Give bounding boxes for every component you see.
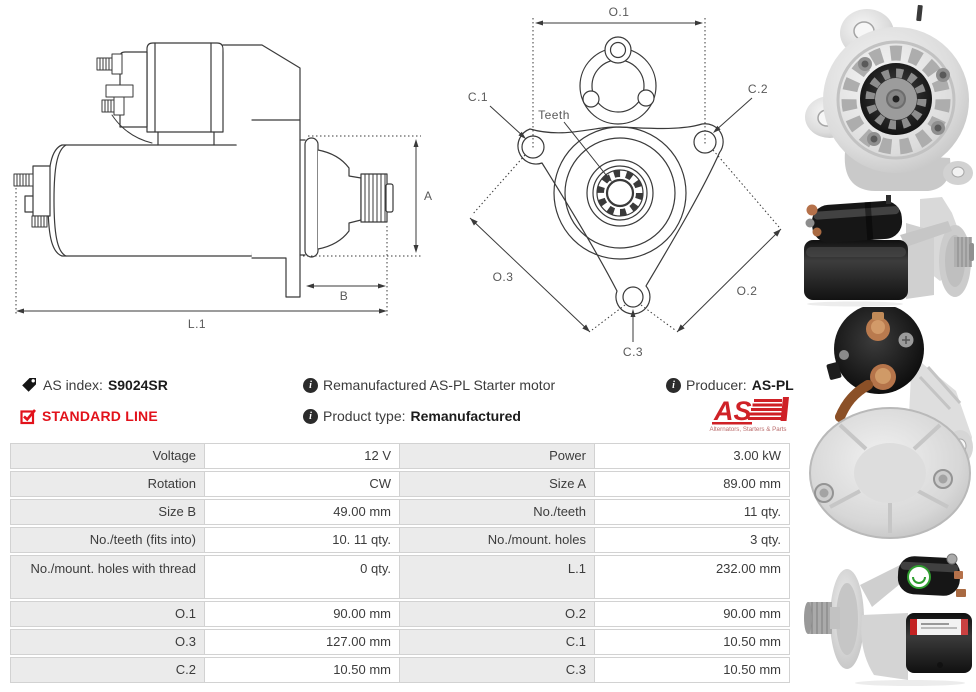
spec-label: C.2 — [10, 657, 205, 683]
dim-label-teeth: Teeth — [538, 108, 570, 122]
table-row: O.1 90.00 mm O.2 90.00 mm — [10, 601, 790, 627]
spec-value: 232.00 mm — [595, 555, 790, 599]
product-photo-side-view — [800, 195, 976, 307]
table-row: No./mount. holes with thread 0 qty. L.1 … — [10, 555, 790, 599]
spec-value: 10.50 mm — [205, 657, 400, 683]
producer: i Producer: AS-PL — [666, 376, 794, 394]
spec-value: CW — [205, 471, 400, 497]
info-icon: i — [303, 408, 318, 424]
spec-label: No./mount. holes — [400, 527, 595, 553]
spec-value: 11 qty. — [595, 499, 790, 525]
spec-value: 90.00 mm — [205, 601, 400, 627]
spec-label: O.2 — [400, 601, 595, 627]
producer-label: Producer: — [686, 377, 747, 393]
spec-label: O.3 — [10, 629, 205, 655]
dim-label-c3: C.3 — [623, 345, 643, 359]
as-index: AS index: S9024SR — [20, 376, 168, 394]
spec-label: No./mount. holes with thread — [10, 555, 205, 599]
table-row: Rotation CW Size A 89.00 mm — [10, 471, 790, 497]
spec-table: Voltage 12 V Power 3.00 kW Rotation CW S… — [10, 443, 790, 685]
product-photo-front-view — [800, 0, 976, 195]
spec-label: Size A — [400, 471, 595, 497]
spec-value: 10.50 mm — [595, 657, 790, 683]
dim-label-o2: O.2 — [737, 284, 758, 298]
spec-label: No./teeth (fits into) — [10, 527, 205, 553]
spec-label: C.3 — [400, 657, 595, 683]
product-photo-side-view-2 — [800, 545, 976, 692]
spec-label: No./teeth — [400, 499, 595, 525]
spec-value: 49.00 mm — [205, 499, 400, 525]
dim-label-c1: C.1 — [468, 90, 488, 104]
spec-label: Rotation — [10, 471, 205, 497]
dim-label-a: A — [424, 189, 433, 203]
spec-value: 3 qty. — [595, 527, 790, 553]
table-row: C.2 10.50 mm C.3 10.50 mm — [10, 657, 790, 683]
as-pl-logo: AS Alternators, Starters & Parts — [709, 396, 789, 433]
spec-value: 89.00 mm — [595, 471, 790, 497]
product-description-text: Remanufactured AS-PL Starter motor — [323, 377, 556, 393]
spec-value: 10. 11 qty. — [205, 527, 400, 553]
info-icon: i — [303, 377, 318, 393]
info-icon: i — [666, 377, 681, 393]
dim-label-b: B — [340, 289, 349, 303]
product-type-value: Remanufactured — [410, 408, 521, 424]
standard-line-badge: STANDARD LINE — [20, 407, 158, 425]
spec-label: Power — [400, 443, 595, 469]
spec-value: 127.00 mm — [205, 629, 400, 655]
dim-label-o1: O.1 — [609, 5, 630, 19]
logo-as-text: AS — [713, 396, 752, 426]
spec-label: Size B — [10, 499, 205, 525]
spec-label: O.1 — [10, 601, 205, 627]
as-index-label: AS index: — [43, 377, 103, 393]
as-index-value: S9024SR — [107, 377, 168, 393]
product-photo-rear-view — [800, 307, 976, 545]
info-glyph: i — [309, 379, 312, 391]
spec-value: 90.00 mm — [595, 601, 790, 627]
dim-label-c2: C.2 — [748, 82, 768, 96]
logo-tagline: Alternators, Starters & Parts — [709, 426, 786, 433]
table-row: Size B 49.00 mm No./teeth 11 qty. — [10, 499, 790, 525]
table-row: Voltage 12 V Power 3.00 kW — [10, 443, 790, 469]
spec-value: 12 V — [205, 443, 400, 469]
checkbox-checked-icon — [20, 408, 37, 424]
spec-label: Voltage — [10, 443, 205, 469]
product-type-label: Product type: — [323, 408, 406, 424]
spec-label: L.1 — [400, 555, 595, 599]
spec-value: 3.00 kW — [595, 443, 790, 469]
dim-label-o3: O.3 — [493, 270, 514, 284]
product-type: i Product type: Remanufactured — [303, 407, 521, 425]
tag-icon — [22, 378, 36, 392]
spec-value: 10.50 mm — [595, 629, 790, 655]
table-row: O.3 127.00 mm C.1 10.50 mm — [10, 629, 790, 655]
spec-label: C.1 — [400, 629, 595, 655]
front-view-technical-drawing: O.1 C.1 C.2 O.3 O.2 C.3 Teeth — [468, 5, 782, 359]
standard-line-text: STANDARD LINE — [42, 408, 158, 424]
side-view-technical-drawing: A B L.1 — [13, 42, 433, 331]
spec-value: 0 qty. — [205, 555, 400, 599]
info-glyph: i — [672, 379, 675, 391]
table-row: No./teeth (fits into) 10. 11 qty. No./mo… — [10, 527, 790, 553]
dim-label-l1: L.1 — [188, 317, 206, 331]
info-glyph: i — [309, 410, 312, 422]
product-description: i Remanufactured AS-PL Starter motor — [303, 376, 555, 394]
producer-value: AS-PL — [751, 377, 794, 393]
